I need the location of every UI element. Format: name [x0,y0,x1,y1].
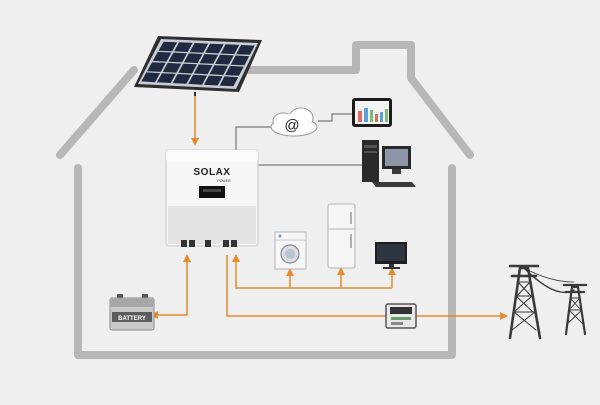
panel-cell [205,43,224,54]
cloud-at-symbol: @ [284,117,299,134]
panel-cell [162,62,182,73]
power-grid-towers-icon [508,264,588,340]
panel-cell [158,41,178,52]
arrow-to-washer [286,268,294,276]
panel-cell [203,75,223,86]
house-outline [56,41,474,359]
arrow-up-inverter-left [183,254,191,262]
refrigerator-icon [327,203,356,269]
panel-cell [178,63,197,74]
inverter-to-appliances-line [235,255,392,289]
panel-cell [236,45,255,55]
panel-cell [230,55,250,66]
panel-cell [225,65,244,76]
washing-machine-icon [274,231,307,270]
panel-cell [141,72,161,83]
panel-cell [209,65,229,75]
panel-cell [189,43,209,53]
arrow-up-inverter-right [232,254,240,262]
desktop-computer-icon [362,140,416,187]
panel-cell [188,74,207,85]
arrow-to-fridge [337,267,345,275]
solar-panel-icon [134,36,262,96]
arrow-to-grid [500,312,508,320]
data-connections [235,113,362,166]
panel-cell [199,54,219,64]
arrowheads [150,138,508,320]
panel-cell [174,42,193,52]
panel-cell [152,51,172,62]
inverter-icon: SOLAX POWER [165,149,259,247]
panel-cell [183,53,203,64]
inverter-to-grid-line [226,255,502,317]
tablet-icon [352,98,392,127]
panel-cell [219,76,239,87]
television-icon [375,242,407,269]
inverter-brand: SOLAX [194,167,231,178]
panel-cell [156,73,176,83]
arrow-to-inverter [191,138,199,146]
panel-cell [168,52,188,63]
panel-cell [193,64,213,75]
panel-cell [215,54,234,65]
arrow-to-tv [388,267,396,275]
inverter-to-battery-line [156,255,188,316]
battery-icon: BATTERY [109,294,155,331]
battery-label: BATTERY [118,316,146,322]
panel-cell [172,74,192,84]
panel-cell [147,62,166,72]
inverter-sub: POWER [217,179,231,183]
cloud-at-icon: @ [270,107,318,137]
panel-cell [220,44,240,55]
energy-meter-icon [385,303,417,329]
